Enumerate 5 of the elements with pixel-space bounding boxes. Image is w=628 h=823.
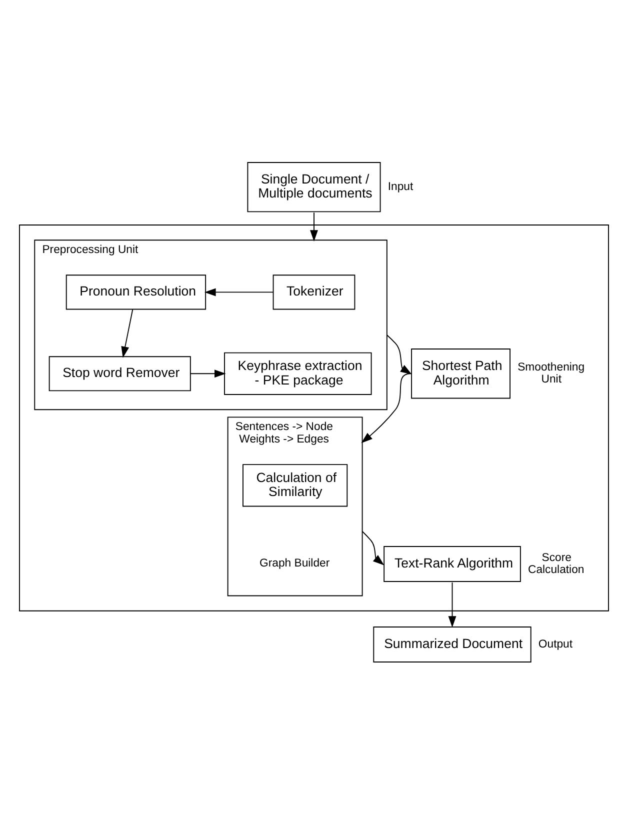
node-label: Input xyxy=(388,180,414,193)
node-label: Output xyxy=(538,638,573,650)
node-label: Smoothening Unit xyxy=(518,360,585,386)
node-label: Score Calculation xyxy=(528,551,584,576)
node-label: Graph Builder xyxy=(260,556,330,569)
